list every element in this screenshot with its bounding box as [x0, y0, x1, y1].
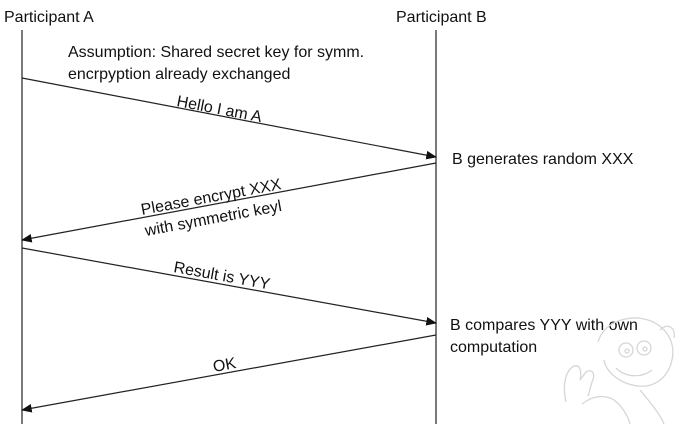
message-arrow-2 — [20, 162, 437, 243]
note-b-generates: B generates random XXX — [452, 151, 634, 168]
assumption-line-1: Assumption: Shared secret key for symm. — [68, 44, 364, 61]
message-label-3: Result is YYY — [172, 259, 271, 293]
assumption-line-2: encrpyption already exchanged — [68, 66, 290, 83]
mascot-watermark-icon — [563, 317, 675, 424]
message-arrow-3 — [21, 247, 438, 326]
participant-b-label: Participant B — [396, 9, 487, 26]
message-arrow-4 — [20, 334, 437, 413]
message-arrow-1 — [21, 77, 438, 160]
message-label-1: Hello I am A — [175, 93, 263, 126]
message-label-4: OK — [212, 355, 238, 376]
participant-a-label: Participant A — [4, 9, 94, 26]
note-b-compares-line-1: B compares YYY with own — [450, 317, 638, 334]
note-b-compares-line-2: computation — [450, 339, 537, 356]
